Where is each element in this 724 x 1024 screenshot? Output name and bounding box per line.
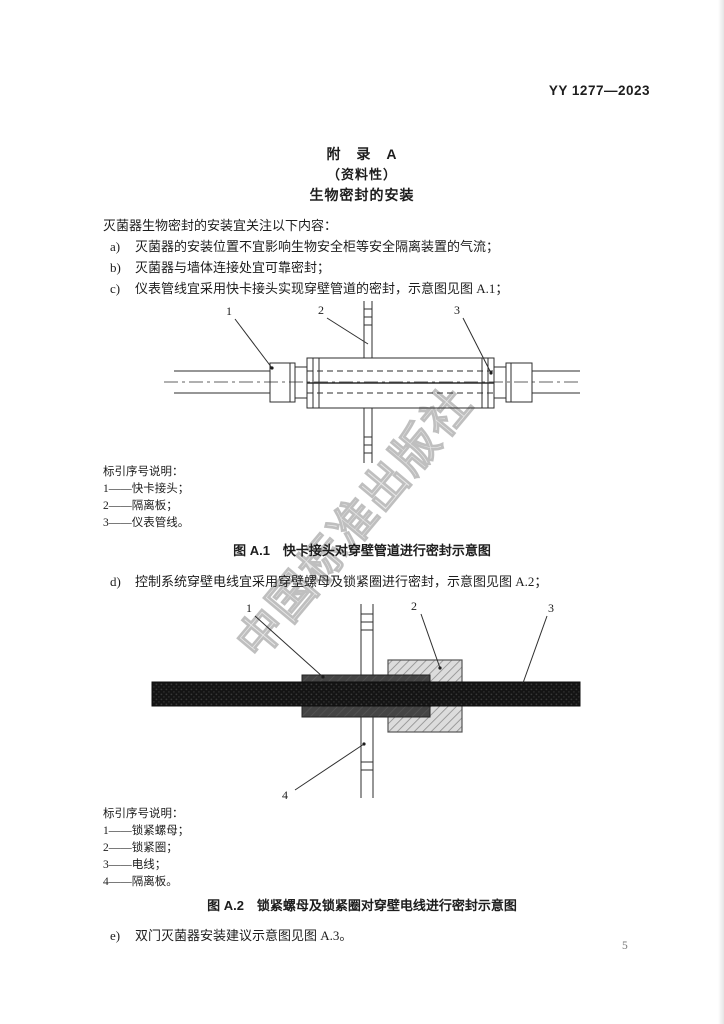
legend-entry: 1——快卡接头；: [103, 483, 190, 495]
item-text: 灭菌器与墙体连接处宜可靠密封；: [135, 260, 331, 275]
legend-title: 标引序号说明：: [103, 466, 184, 478]
figure-a2-callout-3: 3: [548, 601, 554, 615]
list-item-b: b) 灭菌器与墙体连接处宜可靠密封；: [110, 257, 330, 276]
legend-entry: 2——锁紧圈；: [103, 842, 178, 854]
figure-a2-callout-1: 1: [246, 601, 252, 615]
item-label: a): [110, 239, 121, 254]
item-label: b): [110, 260, 121, 275]
page-number: 5: [622, 940, 628, 952]
wire-shape: [151, 681, 581, 707]
figure-a1-callout-3: 3: [454, 303, 460, 317]
leader-dot: [489, 371, 493, 375]
figure-a1-legend: 标引序号说明： 1——快卡接头； 2——隔离板； 3——仪表管线。: [103, 464, 189, 532]
scan-edge-shadow: [718, 0, 724, 1024]
leader-dot: [438, 666, 442, 670]
legend-entry: 2——隔离板；: [103, 500, 178, 512]
figure-a2-callout-4: 4: [282, 788, 288, 802]
figure-a2-diagram: 1 2 3 4: [151, 599, 581, 802]
legend-title: 标引序号说明：: [103, 808, 184, 820]
appendix-subtitle: （资料性）: [326, 167, 397, 182]
figure-a1-caption: 图 A.1 快卡接头对穿壁管道进行密封示意图: [233, 543, 491, 558]
legend-entry: 3——仪表管线。: [103, 517, 190, 529]
figure-a1-callout-2: 2: [318, 303, 324, 317]
list-item-a: a) 灭菌器的安装位置不宜影响生物安全柜等安全隔离装置的气流；: [110, 236, 499, 255]
standard-number: YY 1277—2023: [548, 83, 650, 98]
legend-entry: 1——锁紧螺母；: [103, 825, 190, 837]
figure-a2-caption: 图 A.2 锁紧螺母及锁紧圈对穿壁电线进行密封示意图: [207, 898, 517, 913]
item-text: 灭菌器的安装位置不宜影响生物安全柜等安全隔离装置的气流；: [135, 239, 500, 254]
appendix-title: 附 录 A: [326, 146, 398, 162]
legend-entry: 3——电线；: [103, 859, 167, 871]
leader-dot: [321, 675, 325, 679]
item-label: c): [110, 281, 121, 296]
item-label: d): [110, 574, 121, 589]
list-item-e: e) 双门灭菌器安装建议示意图见图 A.3。: [110, 925, 352, 944]
list-item-c: c) 仪表管线宜采用快卡接头实现穿壁管道的密封，示意图见图 A.1；: [110, 278, 508, 297]
list-item-d: d) 控制系统穿壁电线宜采用穿壁螺母及锁紧圈进行密封，示意图见图 A.2；: [110, 571, 547, 590]
figure-a2-legend: 标引序号说明： 1——锁紧螺母； 2——锁紧圈； 3——电线； 4——隔离板。: [103, 806, 189, 891]
section-title: 生物密封的安装: [309, 187, 415, 203]
intro-paragraph: 灭菌器生物密封的安装宜关注以下内容：: [103, 218, 338, 233]
figure-a1-callout-1: 1: [226, 304, 232, 318]
legend-entry: 4——隔离板。: [103, 876, 178, 888]
item-text: 控制系统穿壁电线宜采用穿壁螺母及锁紧圈进行密封，示意图见图 A.2；: [135, 574, 548, 589]
leader-dot: [270, 366, 274, 370]
leader-dot: [362, 742, 366, 746]
figure-a2-callout-2: 2: [411, 599, 417, 613]
item-text: 双门灭菌器安装建议示意图见图 A.3。: [135, 928, 353, 943]
item-label: e): [110, 928, 121, 943]
item-text: 仪表管线宜采用快卡接头实现穿壁管道的密封，示意图见图 A.1；: [135, 281, 509, 296]
figure-a1-diagram: 1 2 3: [164, 301, 580, 463]
